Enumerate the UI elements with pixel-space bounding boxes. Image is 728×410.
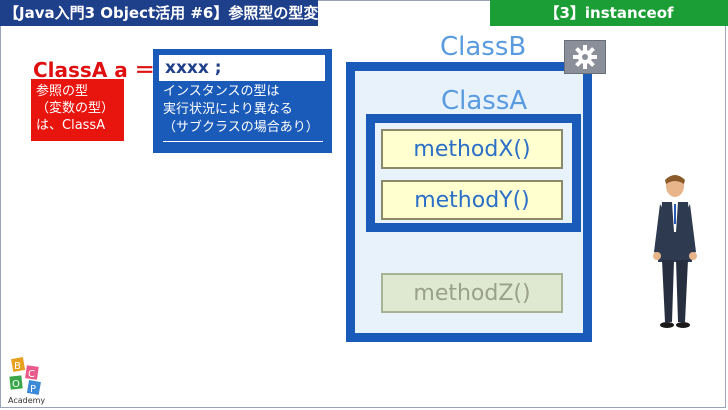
logo-caption: Academy	[8, 396, 46, 405]
logo-letter: B	[14, 361, 21, 372]
instance-note-text: インスタンスの型は 実行状況により異なる （サブクラスの場合あり）	[163, 83, 323, 137]
logo-letter: O	[12, 379, 20, 390]
logo-letter: C	[28, 369, 35, 380]
settings-button[interactable]	[564, 40, 606, 74]
gear-icon	[573, 45, 597, 69]
classb-label: ClassB	[440, 32, 527, 62]
method-z-box: methodZ()	[381, 273, 563, 313]
instance-note-line: （サブクラスの場合あり）	[163, 120, 319, 135]
logo-mark: B C O P	[9, 357, 41, 395]
bcop-logo: B C O P	[6, 356, 56, 406]
reference-type-note: 参照の型 （変数の型） は、ClassA	[31, 79, 124, 141]
logo-letter: P	[30, 384, 36, 395]
instance-note-line: 実行状況により異なる	[163, 102, 293, 117]
instance-value: xxxx ;	[159, 55, 325, 81]
method-y-box: methodY()	[381, 180, 563, 220]
variable-declaration: ClassA a ＝	[33, 58, 155, 82]
instance-note-underline	[163, 141, 323, 142]
method-x-box: methodX()	[381, 129, 563, 169]
slide-title: 【Java入門3 Object活用 #6】参照型の型変換	[0, 0, 333, 26]
reference-note-line: は、ClassA	[36, 118, 106, 133]
classa-label: ClassA	[441, 86, 528, 116]
reference-note-line: 参照の型	[36, 84, 89, 99]
instance-note-line: インスタンスの型は	[163, 84, 280, 99]
section-title: 【3】instanceof	[490, 0, 728, 26]
reference-note-line: （変数の型）	[36, 101, 115, 116]
instance-type-note: xxxx ; インスタンスの型は 実行状況により異なる （サブクラスの場合あり）	[153, 49, 332, 153]
presenter-illustration	[653, 175, 697, 328]
